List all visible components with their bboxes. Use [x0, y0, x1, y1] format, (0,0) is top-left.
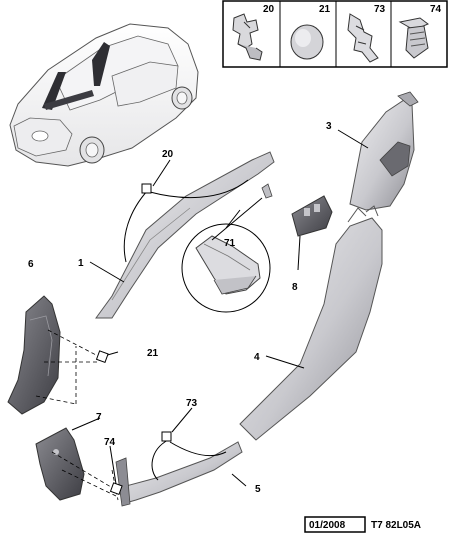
link-marker-20: [141, 183, 152, 194]
callout-71: 71: [224, 238, 236, 249]
part-3-upper-pillar-trim: [349, 91, 419, 211]
link-marker-21: [95, 350, 109, 364]
callout-8: 8: [292, 282, 298, 293]
link-marker-73: [161, 431, 172, 442]
header-parts-box: 20 21 73 74: [222, 0, 448, 68]
rail-clip-icon: [261, 183, 273, 199]
callout-3: 3: [326, 121, 332, 132]
callout-1: 1: [78, 258, 84, 269]
callout-7: 7: [96, 412, 102, 423]
part-5-sill-trim: [115, 441, 243, 507]
callout-5: 5: [255, 484, 261, 495]
leader-lines: [71, 129, 369, 487]
footer-reference: 01/2008 T7 82L05A: [304, 516, 421, 533]
part-71-detail: [181, 223, 271, 313]
part-4-lower-pillar-trim: [239, 205, 383, 441]
clip-fastener-icon: [232, 13, 263, 61]
footer-date: 01/2008: [309, 520, 346, 531]
header-part-number: 21: [319, 4, 331, 15]
footer-date-box: [304, 516, 366, 533]
part-6-lower-a-pillar-trim: [7, 295, 61, 415]
part-7-kick-panel: [35, 427, 85, 501]
callout-73: 73: [186, 398, 198, 409]
header-part-number: 20: [263, 4, 275, 15]
callout-21: 21: [147, 348, 159, 359]
vehicle-location-sketch: [9, 23, 199, 167]
footer-drawing-ref: T7 82L05A: [371, 520, 421, 531]
callout-6: 6: [28, 259, 34, 270]
callout-20: 20: [162, 149, 174, 160]
round-plug-icon: [290, 24, 324, 60]
link-marker-74: [109, 482, 123, 496]
push-rivet-icon: [398, 17, 429, 59]
callout-4: 4: [254, 352, 260, 363]
part-1-roof-rail-trim: [95, 151, 275, 319]
callout-74: 74: [104, 437, 116, 448]
header-part-number: 73: [374, 4, 386, 15]
part-8-bracket: [291, 195, 333, 237]
header-part-number: 74: [430, 4, 442, 15]
spring-clip-icon: [347, 13, 379, 63]
